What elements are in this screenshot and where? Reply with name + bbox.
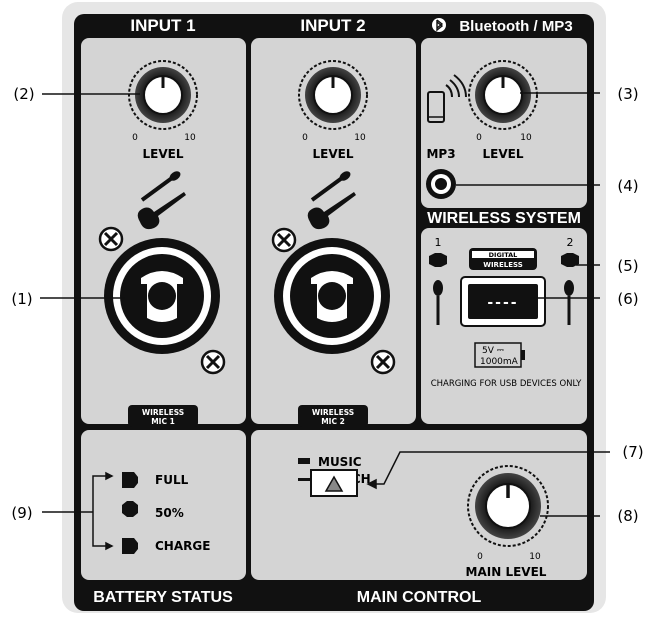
header-battery-status: BATTERY STATUS <box>93 589 233 606</box>
usb-display-text: ---- <box>487 295 518 311</box>
mp3-label: MP3 <box>426 147 455 161</box>
input1-scale-max: 10 <box>184 133 196 143</box>
header-input2: INPUT 2 <box>300 16 365 35</box>
callout-4: (4) <box>617 177 638 195</box>
bt-scale-min: 0 <box>476 133 482 143</box>
mode-music-label: MUSIC <box>318 455 362 469</box>
wireless-mic1-badge-bottom: MIC 1 <box>151 417 175 426</box>
mp3-aux-jack[interactable] <box>426 169 456 199</box>
mode-toggle-button[interactable] <box>310 469 358 497</box>
input2-scale-max: 10 <box>354 133 366 143</box>
input2-screw-bottom-icon <box>370 349 396 375</box>
bt-level-label: LEVEL <box>483 147 524 161</box>
input2-level-label: LEVEL <box>313 147 354 161</box>
input1-level-knob[interactable] <box>128 60 198 130</box>
digital-badge-bottom: WIRELESS <box>483 261 523 269</box>
digital-badge-top: DIGITAL <box>489 251 518 259</box>
input1-scale-min: 0 <box>132 133 138 143</box>
wireless-mic1-badge-top: WIRELESS <box>142 408 184 417</box>
main-level-knob[interactable] <box>467 465 549 547</box>
main-scale-max: 10 <box>529 552 541 562</box>
channel-1-led <box>429 253 447 267</box>
digital-wireless-badge: DIGITAL WIRELESS <box>469 248 537 270</box>
input2-screw-top-icon <box>271 227 297 253</box>
channel-2-led <box>561 253 579 267</box>
input1-level-label: LEVEL <box>143 147 184 161</box>
main-scale-min: 0 <box>477 552 483 562</box>
callout-2: (2) <box>13 85 34 103</box>
input1-screw-top-icon <box>98 226 124 252</box>
battery-charge-label: CHARGE <box>155 539 210 553</box>
callout-5: (5) <box>617 257 638 275</box>
mic-guitar-icon <box>137 171 186 230</box>
header-wireless-system: WIRELESS SYSTEM <box>427 210 581 227</box>
header-bluetooth: Bluetooth / MP3 <box>459 18 572 35</box>
section-bluetooth <box>421 38 587 208</box>
section-battery <box>81 430 246 580</box>
usb-rating-bottom: 1000mA <box>480 357 519 367</box>
input2-combo-jack[interactable] <box>274 238 390 354</box>
input2-scale-min: 0 <box>302 133 308 143</box>
triangle-up-icon <box>324 475 344 492</box>
callout-1: (1) <box>11 290 32 308</box>
usb-rating-top: 5V ⎓ <box>482 346 504 356</box>
callout-7: (7) <box>622 443 643 461</box>
channel-2-label: 2 <box>567 236 574 249</box>
battery-led-charge <box>122 538 138 554</box>
music-mode-icon <box>298 458 310 464</box>
channel-1-label: 1 <box>435 236 442 249</box>
bt-scale-max: 10 <box>520 133 532 143</box>
callout-3: (3) <box>617 85 638 103</box>
input1-combo-jack[interactable] <box>104 238 220 354</box>
usb-charging-note: CHARGING FOR USB DEVICES ONLY <box>431 379 582 389</box>
callout-lines <box>40 92 610 551</box>
mic-guitar-icon-2 <box>307 171 356 230</box>
phone-bluetooth-icon <box>427 74 467 123</box>
header-main-control: MAIN CONTROL <box>357 589 482 606</box>
input2-level-knob[interactable] <box>298 60 368 130</box>
wireless-mic2-badge: WIRELESS MIC 2 <box>298 405 368 427</box>
usb-port-display[interactable]: ---- <box>460 276 546 327</box>
section-main-control <box>251 430 587 580</box>
header-input1: INPUT 1 <box>130 16 195 35</box>
wireless-mic2-badge-top: WIRELESS <box>312 408 354 417</box>
mic-1-icon <box>433 280 443 325</box>
speech-mode-icon <box>298 478 310 481</box>
bt-level-knob[interactable] <box>468 60 538 130</box>
battery-full-label: FULL <box>155 473 189 487</box>
mic-2-icon <box>564 280 574 325</box>
battery-half-label: 50% <box>155 506 184 520</box>
battery-rating-icon: 5V ⎓ 1000mA <box>474 342 525 368</box>
bluetooth-icon <box>432 18 446 32</box>
wireless-mic1-badge: WIRELESS MIC 1 <box>128 405 198 427</box>
main-level-label: MAIN LEVEL <box>466 565 547 579</box>
input1-screw-bottom-icon <box>200 349 226 375</box>
callout-6: (6) <box>617 290 638 308</box>
callout-9: (9) <box>11 504 32 522</box>
wireless-mic2-badge-bottom: MIC 2 <box>321 417 345 426</box>
callout-8: (8) <box>617 507 638 525</box>
battery-led-full <box>122 472 138 488</box>
battery-led-half <box>122 501 138 517</box>
